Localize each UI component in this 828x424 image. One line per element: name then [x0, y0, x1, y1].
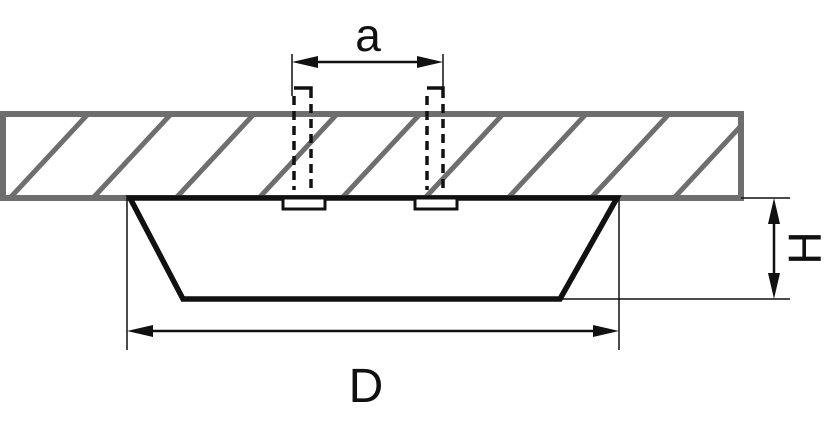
dimension-a [291, 54, 444, 96]
arrowhead-a-right [417, 56, 443, 68]
dimension-h [560, 197, 790, 300]
lamp-outline [125, 195, 622, 302]
left-screw [292, 86, 313, 190]
right-screw [425, 86, 445, 190]
arrowhead-h-top [768, 198, 780, 224]
ceiling-slab [0, 111, 744, 201]
dimension-a-label: a [355, 9, 381, 61]
arrowhead-a-left [292, 56, 318, 68]
ceiling-hatching [8, 114, 741, 198]
dimension-h-label: H [779, 231, 828, 264]
arrowhead-d-right [593, 325, 619, 337]
arrowhead-h-bottom [768, 273, 780, 299]
right-mounting-bracket [413, 196, 459, 211]
dimension-d [126, 198, 620, 350]
left-mounting-bracket [281, 196, 327, 211]
lamp-body [125, 195, 622, 302]
arrowhead-d-left [127, 325, 153, 337]
dimension-d-label: D [349, 360, 384, 413]
